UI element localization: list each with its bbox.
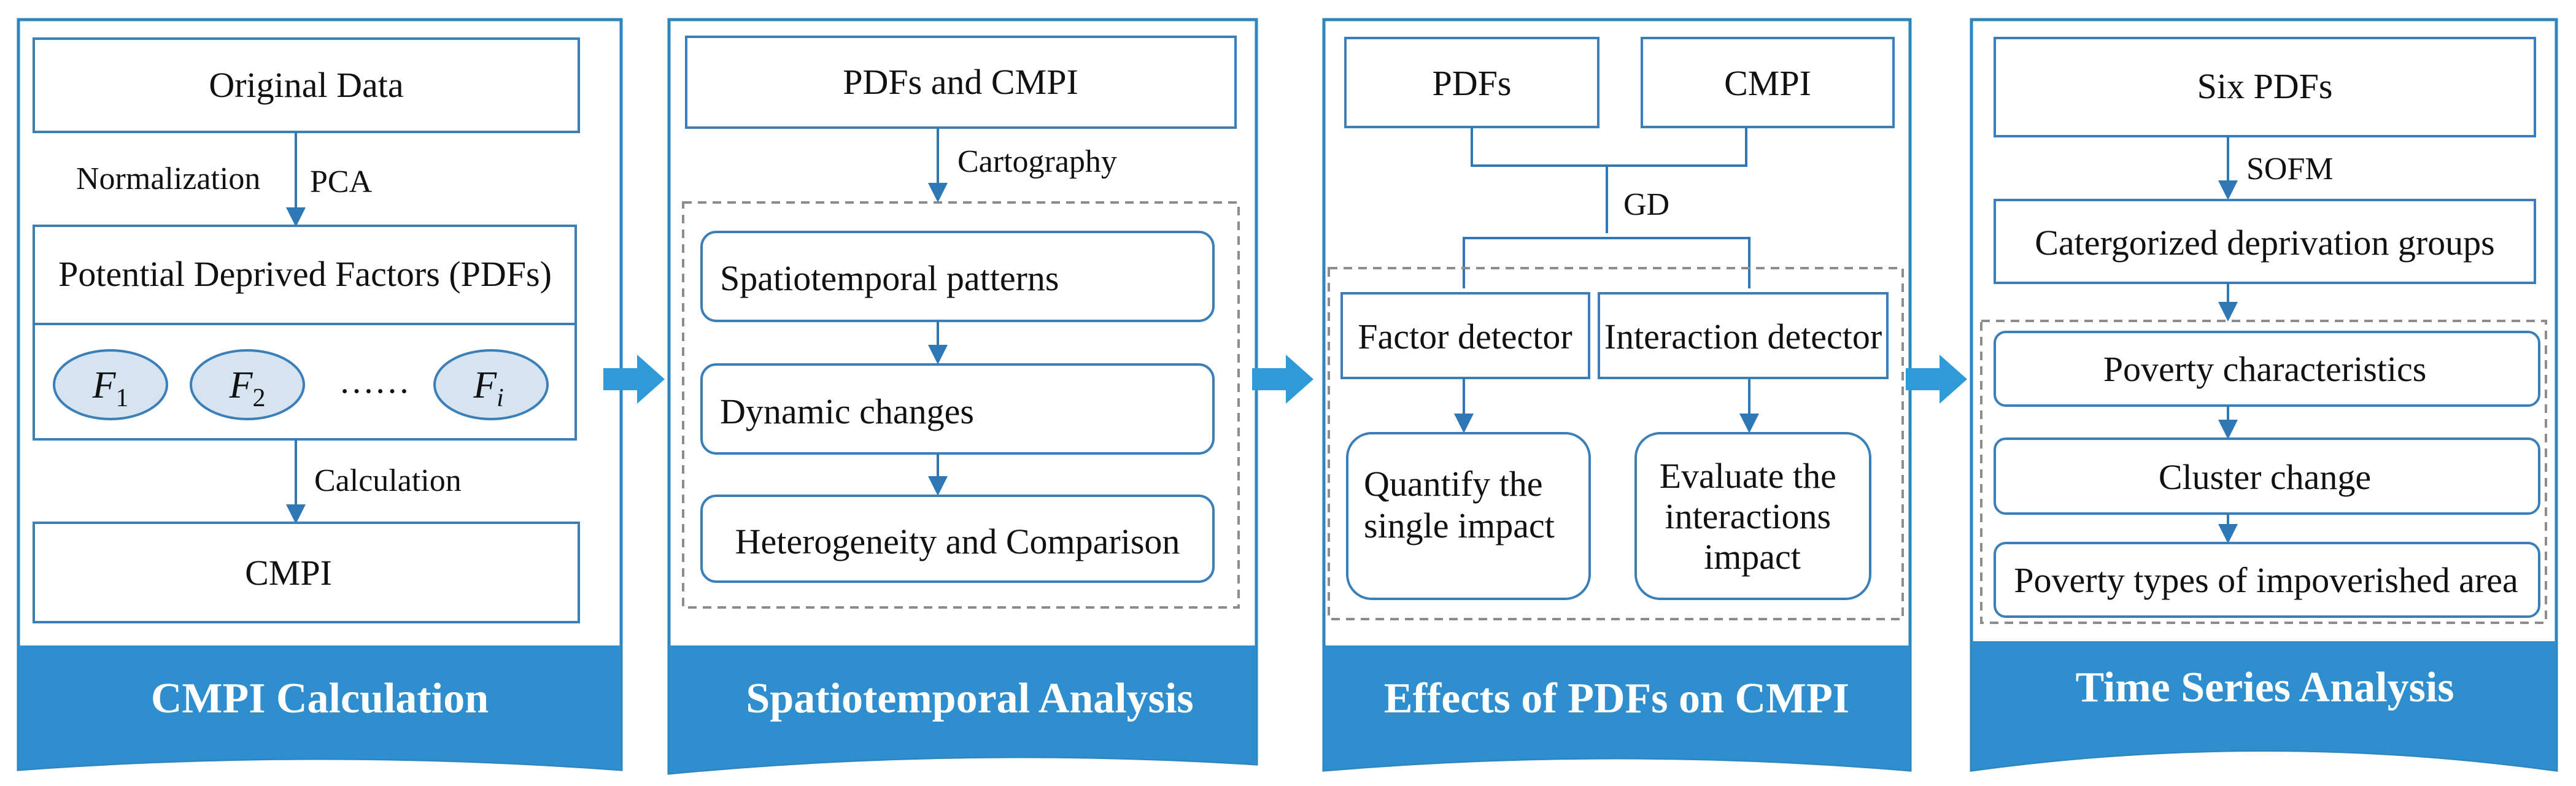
factor-fi-label: Fi (473, 364, 504, 412)
original-data-box (33, 37, 580, 133)
characteristics-label: Poverty characteristics (2103, 349, 2427, 389)
factor-ellipsis: …… (339, 361, 410, 401)
panel-footer-title: Time Series Analysis (2075, 664, 2454, 711)
interaction-detector-box (1598, 292, 1889, 379)
panel-footer-title: Spatiotemporal Analysis (746, 675, 1193, 722)
quantify-label: Quantify the single impact (1364, 464, 1555, 545)
factor-detector-box (1340, 292, 1590, 379)
factor-f2-label: F2 (229, 364, 266, 412)
gd-label: GD (1623, 187, 1669, 222)
panel-time-series-analysis: Time Series Analysis Six PDFs SOFM Cater… (1970, 18, 2558, 772)
heterogeneity-box (700, 495, 1215, 583)
heterogeneity-label: Heterogeneity and Comparison (735, 522, 1180, 561)
cmpi-input-box (1641, 37, 1895, 128)
panel-footer-title: CMPI Calculation (151, 675, 489, 722)
panel-banner (669, 645, 1256, 773)
cartography-label: Cartography (957, 144, 1117, 179)
interaction-detector-label: Interaction detector (1604, 317, 1882, 356)
detector-dashed-group (1328, 267, 1904, 620)
cluster-box (1994, 437, 2540, 515)
flow-arrow-1 (603, 355, 665, 404)
split-connector (1463, 237, 1750, 288)
groups-label: Catergorized deprivation groups (2035, 223, 2495, 263)
factor-f1-ellipse (53, 349, 168, 420)
cmpi-box (33, 522, 580, 623)
pdfs-label: Potential Deprived Factors (PDFs) (58, 254, 552, 294)
evaluate-box (1634, 432, 1871, 600)
poverty-dashed-group (1980, 320, 2547, 624)
panel-banner (1971, 641, 2556, 770)
cmpi-label: CMPI (245, 553, 332, 593)
dynamic-box (700, 363, 1215, 455)
normalization-label: Normalization (76, 161, 260, 196)
factor-f2-ellipse (190, 349, 305, 420)
panel-spatiotemporal-analysis: Spatiotemporal Analysis PDFs and CMPI Ca… (667, 18, 1258, 775)
quantify-box (1346, 432, 1591, 600)
merge-connector (1471, 127, 1747, 167)
analysis-dashed-group (682, 201, 1240, 609)
factor-detector-label: Factor detector (1358, 317, 1572, 356)
panel-effects-pdfs-cmpi: Effects of PDFs on CMPI PDFs CMPI GD Fac… (1322, 18, 1912, 772)
flow-arrow-2 (1252, 355, 1313, 404)
pdfs-input-label: PDFs (1433, 63, 1512, 103)
pdfs-cmpi-label: PDFs and CMPI (843, 62, 1078, 102)
six-pdfs-label: Six PDFs (2197, 66, 2333, 106)
factor-f1-label: F1 (92, 364, 129, 412)
evaluate-label: Evaluate the interactions impact (1660, 456, 1846, 577)
panel-banner (18, 645, 621, 769)
dynamic-label: Dynamic changes (720, 391, 974, 431)
pdfs-input-box (1344, 37, 1599, 128)
cluster-label: Cluster change (2159, 457, 2371, 497)
factor-fi-ellipse (433, 349, 549, 420)
calculation-label: Calculation (314, 463, 462, 498)
characteristics-box (1994, 331, 2540, 407)
patterns-label: Spatiotemporal patterns (720, 258, 1059, 298)
types-label: Poverty types of impoverished area (2014, 560, 2518, 600)
sofm-label: SOFM (2246, 152, 2334, 187)
groups-box (1994, 199, 2536, 284)
cmpi-input-label: CMPI (1724, 63, 1811, 103)
panel-cmpi-calculation: CMPI Calculation Original Data Normaliza… (17, 18, 623, 771)
patterns-box (700, 231, 1215, 322)
types-box (1994, 542, 2540, 618)
pca-label: PCA (310, 164, 373, 199)
six-pdfs-box (1994, 37, 2536, 137)
panel-banner (1324, 645, 1910, 770)
original-data-label: Original Data (209, 65, 403, 105)
panel-footer-title: Effects of PDFs on CMPI (1384, 675, 1849, 722)
pdfs-cmpi-box (685, 36, 1237, 129)
flow-arrow-3 (1906, 355, 1967, 404)
